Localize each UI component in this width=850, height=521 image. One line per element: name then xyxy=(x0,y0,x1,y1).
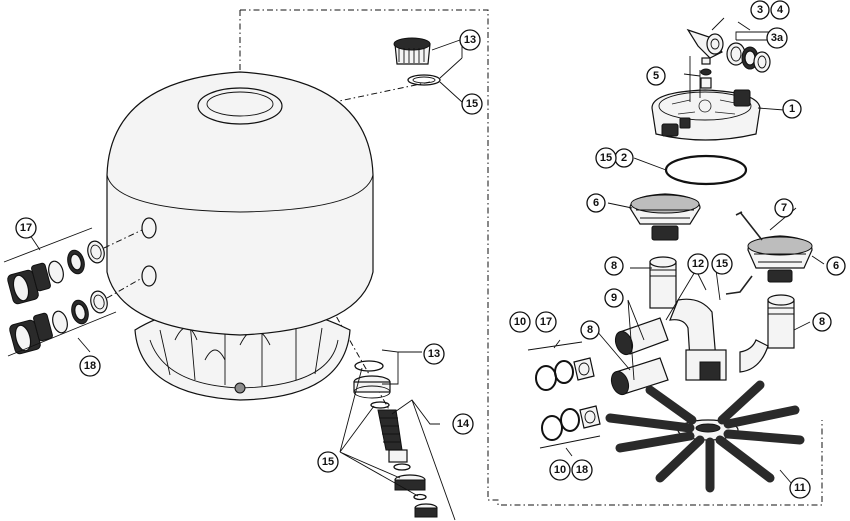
right-nut-sets xyxy=(527,339,601,457)
callout-circle xyxy=(711,253,733,275)
callout-number: 6 xyxy=(833,260,839,272)
callout-c5: 5 xyxy=(646,66,666,86)
callout-circle xyxy=(459,29,481,51)
filter-tank xyxy=(106,71,374,401)
callout-circle xyxy=(317,451,339,473)
left-union-fittings xyxy=(3,227,143,357)
callout-circle xyxy=(535,311,557,333)
callout-number: 8 xyxy=(587,324,593,336)
callout-number: 15 xyxy=(600,152,612,164)
diffuser-right xyxy=(725,207,825,295)
callout-number: 6 xyxy=(593,197,599,209)
callout-c17a: 17 xyxy=(15,217,37,239)
callout-number: 10 xyxy=(554,464,566,476)
callout-c8a: 8 xyxy=(604,256,624,276)
callout-circle xyxy=(604,256,624,276)
callout-c11: 11 xyxy=(789,477,811,499)
callout-number: 11 xyxy=(794,482,806,494)
callout-circle xyxy=(549,459,571,481)
collector-pipework xyxy=(595,256,811,396)
callout-circle xyxy=(452,413,474,435)
callout-c3a: 3a xyxy=(766,27,788,49)
callout-c14: 14 xyxy=(452,413,474,435)
callout-circle xyxy=(766,27,788,49)
callout-number: 15 xyxy=(716,258,728,270)
callout-circle xyxy=(646,66,666,86)
callout-number: 8 xyxy=(611,260,617,272)
callout-number: 4 xyxy=(777,4,784,16)
callout-c9: 9 xyxy=(604,288,624,308)
callout-number: 7 xyxy=(781,202,787,214)
callout-circle xyxy=(423,343,445,365)
callout-number: 18 xyxy=(576,464,588,476)
callout-c10b: 10 xyxy=(549,459,571,481)
lateral-arms xyxy=(605,380,805,493)
callout-number: 9 xyxy=(611,292,617,304)
callout-number: 13 xyxy=(464,34,476,46)
callout-number: 17 xyxy=(20,222,32,234)
callout-circle xyxy=(595,147,617,169)
callout-c18b: 18 xyxy=(571,459,593,481)
callout-number: 15 xyxy=(322,456,334,468)
multiport-valve xyxy=(651,17,785,141)
callout-circle xyxy=(770,0,790,20)
callout-labels: 1233a45667888910101112131314151515151717… xyxy=(15,0,846,499)
callout-number: 17 xyxy=(540,316,552,328)
callout-circle xyxy=(789,477,811,499)
callout-circle xyxy=(580,320,600,340)
callout-c3: 3 xyxy=(750,0,770,20)
callout-circle xyxy=(571,459,593,481)
callout-number: 12 xyxy=(692,258,704,270)
callout-circle xyxy=(461,93,483,115)
callout-circle xyxy=(15,217,37,239)
callout-c13b: 13 xyxy=(423,343,445,365)
callout-circle xyxy=(750,0,770,20)
callout-number: 18 xyxy=(84,360,96,372)
callout-c15a: 15 xyxy=(461,93,483,115)
callout-circle xyxy=(604,288,624,308)
callout-c7: 7 xyxy=(774,198,794,218)
lateral-arm-group xyxy=(605,380,805,493)
callout-c8b: 8 xyxy=(580,320,600,340)
callout-c6a: 6 xyxy=(586,193,606,213)
callout-circle xyxy=(826,256,846,276)
callout-c17b: 17 xyxy=(535,311,557,333)
callout-c13a: 13 xyxy=(459,29,481,51)
callout-number: 13 xyxy=(428,348,440,360)
callout-c10a: 10 xyxy=(509,311,531,333)
callout-circle xyxy=(509,311,531,333)
callout-c12: 12 xyxy=(687,253,709,275)
callout-c15c: 15 xyxy=(711,253,733,275)
callout-number: 3a xyxy=(771,32,784,44)
callout-c15b: 15 xyxy=(595,147,617,169)
callout-c2: 2 xyxy=(614,148,634,168)
callout-c18a: 18 xyxy=(79,355,101,377)
callout-number: 5 xyxy=(653,70,659,82)
callout-number: 8 xyxy=(819,316,825,328)
callout-circle xyxy=(586,193,606,213)
callout-number: 14 xyxy=(457,418,470,430)
drain-assembly xyxy=(339,349,456,521)
callout-circle xyxy=(782,99,802,119)
callout-circle xyxy=(774,198,794,218)
callout-circle xyxy=(79,355,101,377)
diffuser-left xyxy=(607,193,701,241)
callout-c6b: 6 xyxy=(826,256,846,276)
callout-number: 2 xyxy=(621,152,627,164)
callout-c15d: 15 xyxy=(317,451,339,473)
callout-c8c: 8 xyxy=(812,312,832,332)
callout-c4: 4 xyxy=(770,0,790,20)
top-strainer xyxy=(393,37,463,103)
valve-o-ring xyxy=(633,154,748,186)
callout-number: 3 xyxy=(757,4,763,16)
callout-circle xyxy=(812,312,832,332)
callout-circle xyxy=(687,253,709,275)
callout-number: 10 xyxy=(514,316,526,328)
callout-c1: 1 xyxy=(782,99,802,119)
callout-number: 1 xyxy=(789,103,795,115)
callout-number: 15 xyxy=(466,98,478,110)
